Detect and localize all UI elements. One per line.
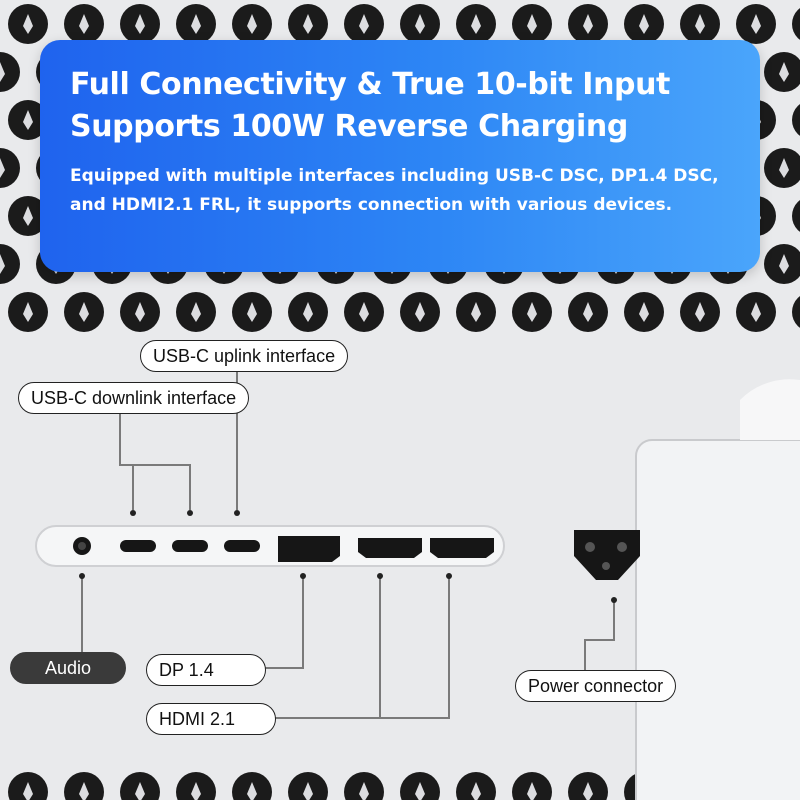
usb-c-port-3 bbox=[224, 540, 260, 552]
label-hdmi: HDMI 2.1 bbox=[146, 703, 276, 735]
hdmi-port-1 bbox=[358, 538, 422, 558]
round-edge bbox=[740, 379, 800, 440]
headline-line-2: Supports 100W Reverse Charging bbox=[70, 109, 628, 144]
label-audio: Audio bbox=[10, 652, 126, 684]
hdmi-port-2 bbox=[430, 538, 494, 558]
label-usb-c-downlink: USB-C downlink interface bbox=[18, 382, 250, 414]
dp-port bbox=[278, 536, 340, 562]
usb-c-port-1 bbox=[120, 540, 156, 552]
label-usb-c-uplink: USB-C uplink interface bbox=[140, 340, 349, 372]
leader-dots bbox=[79, 510, 617, 603]
power-housing-block bbox=[635, 439, 800, 800]
feature-description: Equipped with multiple interfaces includ… bbox=[70, 166, 719, 215]
label-dp: DP 1.4 bbox=[146, 654, 266, 686]
power-connector-port bbox=[574, 530, 640, 580]
ports bbox=[73, 536, 494, 562]
grille-fade bbox=[0, 332, 800, 352]
label-power-connector: Power connector bbox=[515, 670, 677, 702]
usb-c-port-2 bbox=[172, 540, 208, 552]
headline-line-1: Full Connectivity & True 10-bit Input bbox=[70, 67, 670, 102]
feature-panel: Full Connectivity & True 10-bit Input Su… bbox=[40, 40, 760, 272]
